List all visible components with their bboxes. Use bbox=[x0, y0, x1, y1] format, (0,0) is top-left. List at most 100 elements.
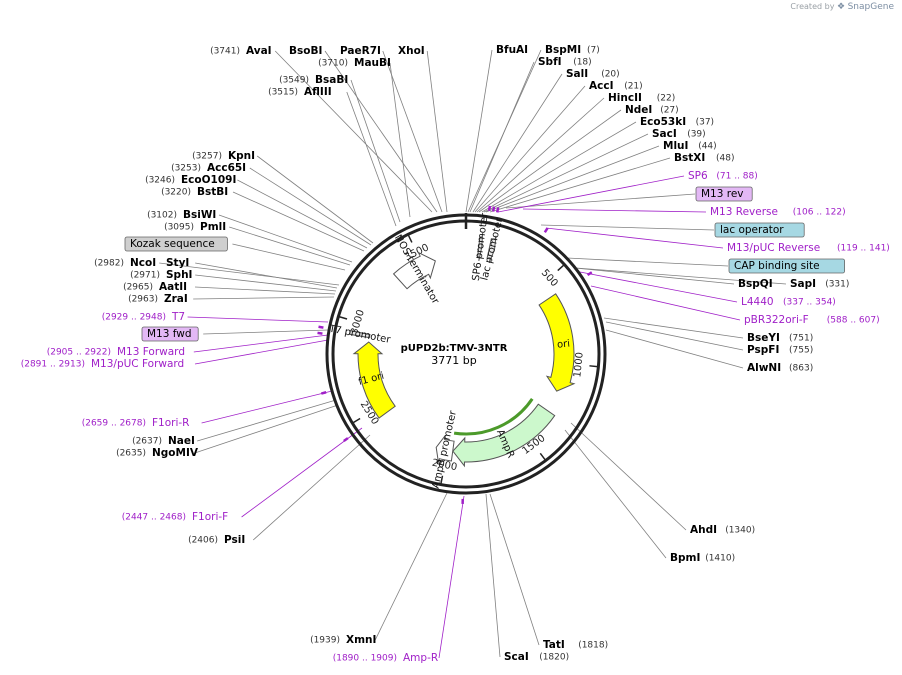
label-m13-fwd[interactable]: M13 fwd bbox=[141, 326, 199, 342]
label-tati[interactable]: TatI(1818) bbox=[543, 639, 608, 651]
label-xmni[interactable]: (1939)XmnI bbox=[310, 634, 376, 646]
label-kozak-sequence[interactable]: Kozak sequence bbox=[124, 236, 228, 252]
label-t7[interactable]: (2929 .. 2948)T7 bbox=[102, 311, 185, 323]
feature-lac-promoter[interactable] bbox=[486, 235, 497, 264]
label-sali[interactable]: SalI(20) bbox=[566, 68, 620, 80]
label-acci[interactable]: AccI(21) bbox=[589, 80, 643, 92]
label-bfuai[interactable]: BfuAI bbox=[496, 44, 528, 56]
leader-line bbox=[605, 321, 744, 351]
label-sphi[interactable]: (2971)SphI bbox=[130, 269, 192, 281]
label-alwni[interactable]: AlwNI(863) bbox=[747, 362, 813, 374]
feature-ori[interactable] bbox=[538, 293, 576, 392]
label-f1ori-f[interactable]: (2447 .. 2468)F1ori-F bbox=[122, 511, 229, 523]
feature-nos-terminator[interactable] bbox=[392, 251, 436, 290]
label-bsiwi[interactable]: (3102)BsiWI bbox=[147, 209, 216, 221]
label-bpmi[interactable]: BpmI(1410) bbox=[670, 552, 735, 564]
leader-line bbox=[497, 175, 685, 213]
label-zrai[interactable]: (2963)ZraI bbox=[128, 293, 188, 305]
feature-f1-ori[interactable] bbox=[352, 341, 396, 419]
label-ecoo109i[interactable]: (3246)EcoO109I bbox=[145, 174, 236, 186]
label-position: (2963) bbox=[128, 295, 158, 305]
leader-line bbox=[467, 49, 542, 213]
label-bsabi[interactable]: (3549)BsaBI bbox=[279, 74, 348, 86]
label-pmli[interactable]: (3095)PmlI bbox=[164, 221, 226, 233]
label-l4440[interactable]: L4440(337 .. 354) bbox=[741, 296, 836, 308]
label-scai[interactable]: ScaI(1820) bbox=[504, 651, 569, 663]
label-aatii[interactable]: (2965)AatII bbox=[123, 281, 187, 293]
label-position: (2971) bbox=[130, 271, 160, 281]
label-position: (2982) bbox=[94, 259, 124, 269]
label-sp6[interactable]: SP6(71 .. 88) bbox=[688, 170, 758, 182]
label-bsobi[interactable]: BsoBI bbox=[289, 45, 322, 57]
label-ahdi[interactable]: AhdI(1340) bbox=[690, 524, 755, 536]
label-avai[interactable]: (3741)AvaI bbox=[210, 45, 272, 57]
label-name: SapI bbox=[790, 278, 816, 290]
label-bspqi[interactable]: BspQI bbox=[738, 278, 773, 290]
label-m13-puc-forward[interactable]: (2891 .. 2913)M13/pUC Forward bbox=[21, 358, 184, 370]
label-afliii[interactable]: (3515)AflIII bbox=[268, 86, 332, 98]
label-position: (71 .. 88) bbox=[716, 172, 757, 182]
label-name: StyI bbox=[166, 257, 189, 269]
tick-label: 500 bbox=[539, 268, 560, 290]
label-cap-binding-site[interactable]: CAP binding site bbox=[728, 258, 845, 274]
label-paer7i[interactable]: PaeR7I bbox=[340, 45, 381, 57]
label-bseyi[interactable]: BseYI(751) bbox=[747, 332, 813, 344]
tick-label: 2000 bbox=[431, 458, 458, 474]
label-ncoi[interactable]: (2982) NcoI bbox=[94, 257, 156, 269]
label-m13-forward[interactable]: (2905 .. 2922)M13 Forward bbox=[47, 346, 185, 358]
primer-site-mark bbox=[543, 227, 549, 233]
label-acc65i[interactable]: (3253)Acc65I bbox=[171, 162, 246, 174]
label-position: (2929 .. 2948) bbox=[102, 313, 166, 323]
label-eco53ki[interactable]: Eco53kI(37) bbox=[640, 116, 714, 128]
label-ngomiv[interactable]: (2635) NgoMIV bbox=[116, 447, 199, 459]
label-name: NcoI bbox=[130, 257, 156, 269]
label-name: SbfI bbox=[538, 56, 562, 68]
label-bstxi[interactable]: BstXI(48) bbox=[674, 152, 734, 164]
feature-sp6-promoter[interactable] bbox=[477, 233, 484, 261]
label-psii[interactable]: (2406)PsiI bbox=[188, 534, 245, 546]
label-bspmi[interactable]: BspMI(7) bbox=[545, 44, 600, 56]
label-bstbi[interactable]: (3220)BstBI bbox=[161, 186, 228, 198]
label-ndei[interactable]: NdeI(27) bbox=[625, 104, 679, 116]
label-position: (1340) bbox=[725, 526, 755, 536]
leader-line bbox=[579, 271, 738, 303]
label-name: NgoMIV bbox=[152, 447, 199, 459]
label-name: M13/pUC Reverse bbox=[727, 242, 820, 254]
label-position: (1818) bbox=[578, 641, 608, 651]
leader-line bbox=[605, 329, 744, 369]
label-name: BfuAI bbox=[496, 44, 528, 56]
label-m13-reverse[interactable]: M13 Reverse(106 .. 122) bbox=[710, 206, 846, 218]
label-amp-r[interactable]: (1890 .. 1909)Amp-R bbox=[333, 652, 438, 664]
label-styi[interactable]: StyI bbox=[166, 257, 189, 269]
label-name: AflIII bbox=[304, 86, 332, 98]
label-m13-puc-reverse[interactable]: M13/pUC Reverse(119 .. 141) bbox=[727, 242, 890, 254]
label-pspfi[interactable]: PspFI(755) bbox=[747, 344, 813, 356]
label-sapi[interactable]: SapI(331) bbox=[790, 278, 849, 290]
label-name: AvaI bbox=[246, 45, 272, 57]
label-m13-rev[interactable]: M13 rev bbox=[695, 186, 753, 202]
tick-mark bbox=[407, 234, 413, 243]
label-pbr322ori-f[interactable]: pBR322ori-F(588 .. 607) bbox=[744, 314, 880, 326]
label-hincii[interactable]: HincII(22) bbox=[608, 92, 675, 104]
leader-line bbox=[465, 49, 493, 213]
primer-site-mark bbox=[317, 331, 323, 335]
leader-line bbox=[194, 339, 329, 365]
leader-line bbox=[438, 495, 465, 659]
label-position: (2891 .. 2913) bbox=[21, 360, 85, 370]
label-position: (2659 .. 2678) bbox=[82, 419, 146, 429]
label-position: (39) bbox=[687, 130, 705, 140]
label-maubi[interactable]: (3710)MauBI bbox=[318, 57, 391, 69]
feature-t7-promoter[interactable] bbox=[349, 330, 371, 339]
label-naei[interactable]: (2637)NaeI bbox=[132, 435, 195, 447]
snapgene-credit: Created by ❖ SnapGene bbox=[790, 2, 894, 12]
label-lac-operator[interactable]: lac operator bbox=[714, 222, 805, 238]
label-xhoi[interactable]: XhoI bbox=[398, 45, 425, 57]
label-mlui[interactable]: MluI(44) bbox=[663, 140, 717, 152]
label-saci[interactable]: SacI(39) bbox=[652, 128, 706, 140]
label-sbfi[interactable]: SbfI(18) bbox=[538, 56, 592, 68]
label-f1ori-r[interactable]: (2659 .. 2678)F1ori-R bbox=[82, 417, 190, 429]
label-name: ScaI bbox=[504, 651, 529, 663]
label-position: (2635) bbox=[116, 449, 146, 459]
feature-ampr-promoter[interactable] bbox=[435, 435, 455, 463]
label-kpni[interactable]: (3257)KpnI bbox=[192, 150, 255, 162]
